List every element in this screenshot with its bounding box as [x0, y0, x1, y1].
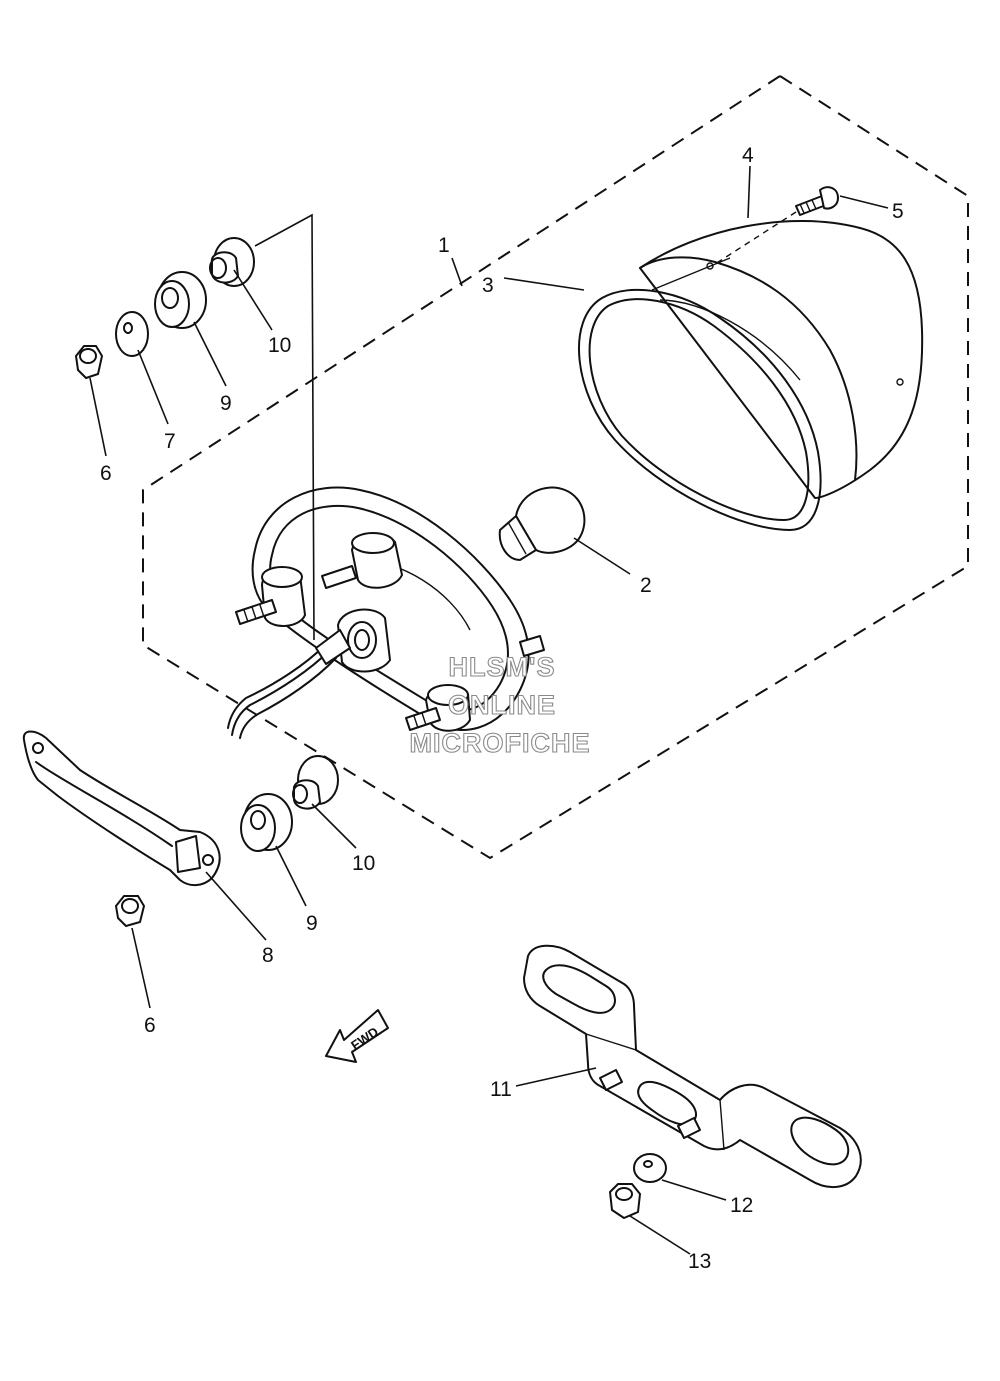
- nut-upper: [75, 345, 103, 379]
- grommet-upper: [154, 271, 207, 329]
- collar-lower: [292, 755, 339, 810]
- watermark-line-2: ONLINE: [448, 690, 556, 720]
- watermark-line-3: MICROFICHE: [410, 728, 591, 758]
- bracket-stud-upper: [599, 1069, 623, 1091]
- forward-arrow: FWD: [325, 1009, 389, 1063]
- leader-lines: [89, 165, 889, 1255]
- callout-13: 13: [688, 1250, 711, 1273]
- screw: [795, 186, 839, 216]
- washer-upper: [115, 311, 149, 357]
- callout-2: 2: [640, 574, 652, 597]
- screw-guide-line: [711, 211, 797, 267]
- callout-4: 4: [742, 144, 754, 167]
- bracket-stud-lower: [677, 1117, 701, 1139]
- license-bracket: [523, 944, 862, 1188]
- callout-1: 1: [438, 234, 450, 257]
- callout-8: 8: [262, 944, 274, 967]
- stay-bracket: [22, 730, 221, 886]
- callout-5: 5: [892, 200, 904, 223]
- nut-lower: [115, 895, 145, 927]
- callout-6-upper: 6: [100, 462, 112, 485]
- lens-housing: [639, 220, 924, 499]
- watermark: HLSM'S ONLINE MICROFICHE: [409, 651, 591, 758]
- callout-10-lower: 10: [352, 852, 375, 875]
- bulb: [498, 486, 586, 561]
- callout-9-lower: 9: [306, 912, 318, 935]
- callout-7: 7: [164, 430, 176, 453]
- grommet-lower: [240, 793, 293, 852]
- collar-upper: [209, 237, 255, 287]
- callouts: 1 2 3 4 5 6 6 7 8 9 9 10 10 11 12 13: [100, 144, 904, 1273]
- tail-light-base: [227, 486, 545, 739]
- nut-bracket: [609, 1183, 641, 1219]
- watermark-line-1: HLSM'S: [449, 652, 556, 682]
- callout-9-upper: 9: [220, 392, 232, 415]
- callout-3: 3: [482, 274, 494, 297]
- callout-10-upper: 10: [268, 334, 291, 357]
- assembly-boundary: [142, 74, 969, 860]
- callout-6-lower: 6: [144, 1014, 156, 1037]
- gasket: [577, 288, 822, 531]
- callout-12: 12: [730, 1194, 753, 1217]
- callout-11: 11: [490, 1078, 512, 1101]
- washer-lower: [633, 1153, 667, 1183]
- assembly-bracket-line: [254, 213, 315, 641]
